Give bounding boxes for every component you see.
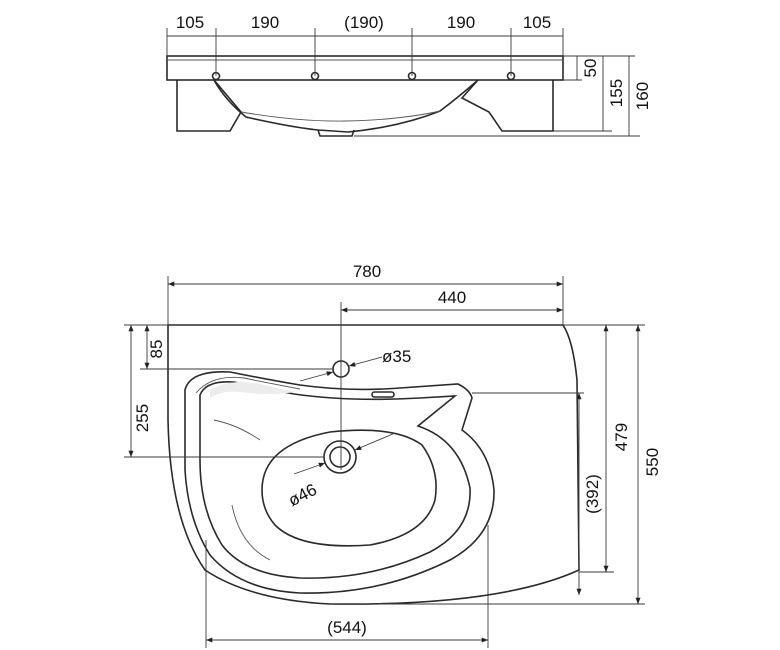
bowl-inner <box>199 380 471 579</box>
dim-bowl-width: (544) <box>327 618 367 637</box>
overflow-slot <box>371 391 395 398</box>
dim-seg-5: 105 <box>523 13 551 32</box>
front-left-leg <box>176 79 242 132</box>
front-bowl <box>213 79 479 133</box>
dim-tap-from-back: 85 <box>147 340 166 359</box>
dim-width: 780 <box>353 262 381 281</box>
drain-outer <box>323 440 357 474</box>
front-view: 105 190 (190) 190 105 50 155 160 <box>166 13 652 137</box>
dim-drain-hole: ø46 <box>285 480 320 510</box>
dim-right-group: 550 479 (392) <box>330 324 662 605</box>
bowl-shell <box>184 371 495 594</box>
dim-left-group: 85 255 <box>124 324 333 458</box>
top-view: 780 440 85 255 ø35 ø46 <box>124 262 662 648</box>
drain-inner <box>329 446 351 468</box>
front-right-dimensions: 50 155 160 <box>354 55 652 137</box>
dim-bowl-depth: 155 <box>607 79 626 107</box>
dim-seg-1: 105 <box>176 13 204 32</box>
dim-depth-total: 550 <box>643 448 662 476</box>
dim-total-height: 160 <box>633 82 652 110</box>
front-top-dimension-chain: 105 190 (190) 190 105 <box>166 13 564 76</box>
dim-seg-3: (190) <box>344 13 384 32</box>
dim-tap-hole-group: ø35 <box>299 347 411 382</box>
dim-rim: 50 <box>581 59 600 78</box>
dim-drain-hole-group: ø46 <box>285 432 396 510</box>
dim-seg-2: 190 <box>251 13 279 32</box>
top-outline <box>167 324 580 605</box>
dim-width-group: 780 <box>167 262 564 325</box>
dim-seg-4: 190 <box>447 13 475 32</box>
dim-tap-hole: ø35 <box>382 347 411 366</box>
dim-depth-right: 479 <box>612 423 631 451</box>
front-right-leg <box>460 79 554 132</box>
dim-drain-from-back: 255 <box>133 404 152 432</box>
front-rim <box>166 55 564 81</box>
dim-tap-offset-group: 440 <box>340 288 563 470</box>
dim-bowl-width-group: (544) <box>205 525 489 648</box>
basin-floor <box>261 429 437 547</box>
dim-tap-offset: 440 <box>438 288 466 307</box>
dim-depth-bowl: (392) <box>583 474 602 514</box>
